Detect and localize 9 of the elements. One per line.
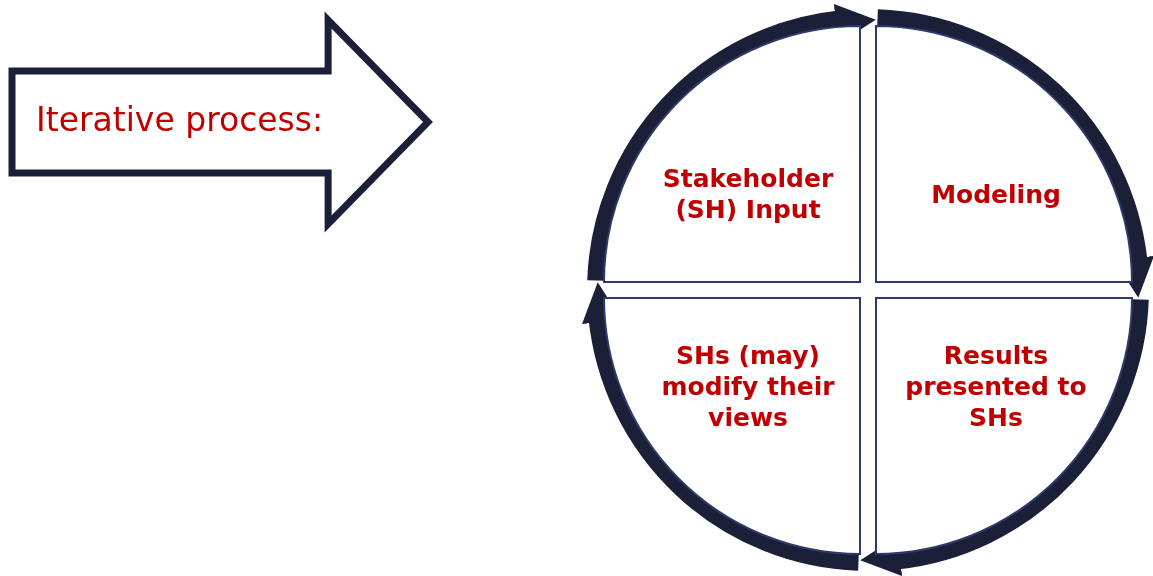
cycle-arrow [876,9,1153,298]
cycle-arrow [860,298,1149,576]
arrow-label: Iterative process: [36,100,324,139]
step-label: SHs (may) modify their views [660,339,836,433]
step-label: Results presented to SHs [904,339,1088,433]
cycle-arrow [582,282,860,571]
step-label: Stakeholder (SH) Input [661,163,835,225]
cycle-arrow [587,4,876,282]
step-label: Modeling [930,178,1062,210]
